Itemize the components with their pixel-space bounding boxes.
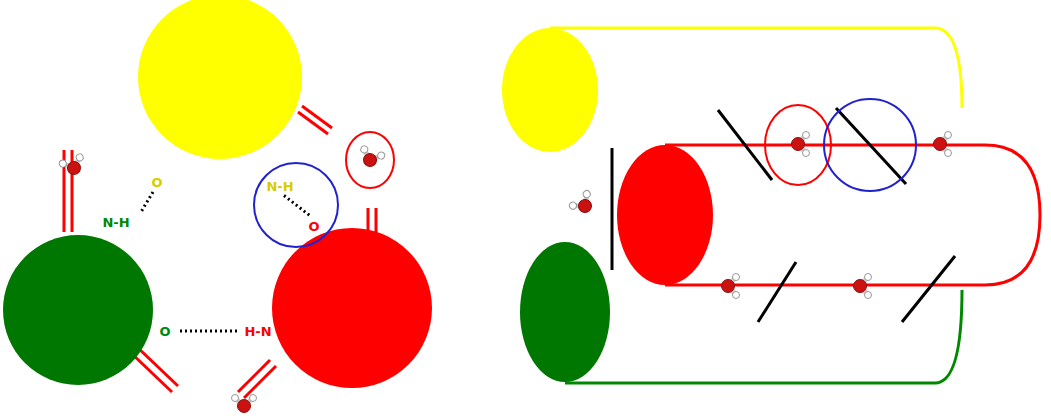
yellow-helix-outline (550, 28, 962, 108)
atom-label: H-N (244, 324, 271, 339)
atom-label: O (308, 219, 319, 234)
green-helix (3, 235, 153, 385)
atom-label: N-H (266, 179, 293, 194)
hydrogen-bonds (141, 192, 240, 331)
water-molecule (854, 274, 872, 299)
highlight-outline (253, 162, 339, 248)
red-helix (272, 228, 432, 388)
blocked-contact (611, 148, 614, 270)
green-helix-outline (565, 290, 962, 383)
atom-label: N-H (102, 215, 129, 230)
atom-label: O (151, 175, 162, 190)
broken-bonds (718, 108, 955, 322)
red-helix-outline (665, 145, 1040, 285)
water-molecule (722, 274, 740, 299)
water-molecule (356, 145, 386, 170)
highlight-circle (824, 99, 916, 191)
highlight-circle (346, 132, 394, 188)
green-helix-end (520, 242, 610, 382)
yellow-helix-end (502, 28, 598, 152)
water-molecule (232, 395, 257, 413)
atom-label: O (159, 324, 170, 339)
water-molecule (792, 132, 810, 157)
water-molecule (934, 132, 952, 157)
water-molecule (58, 153, 88, 178)
red-helix-end (617, 145, 713, 285)
yellow-helix (138, 0, 302, 159)
highlight-circle: N-H O (253, 162, 339, 248)
highlight-circle (765, 105, 831, 185)
water-molecule (568, 189, 599, 219)
